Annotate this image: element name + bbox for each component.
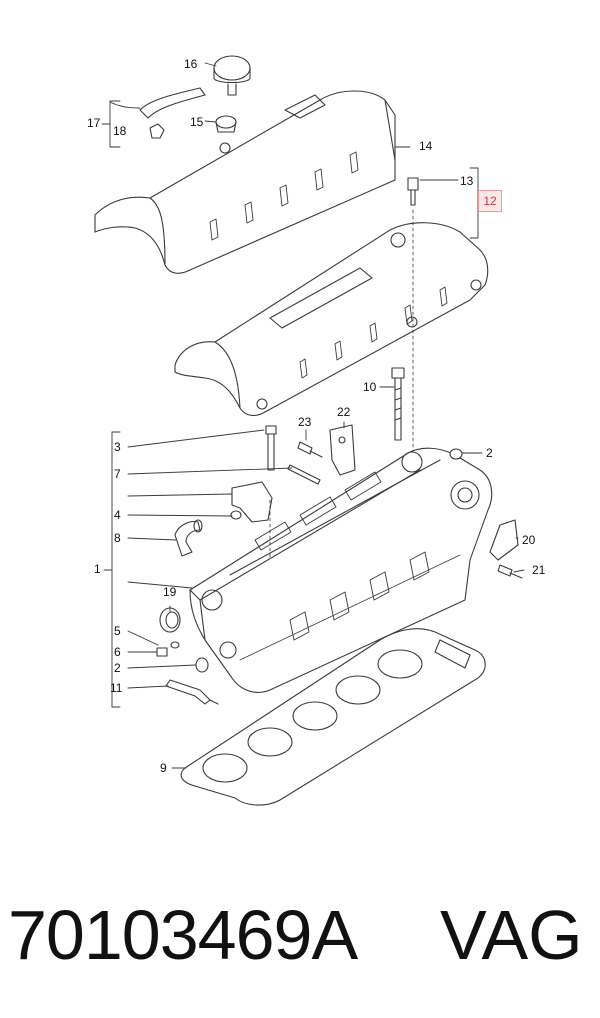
callout-21[interactable]: 21	[532, 563, 546, 577]
callout-2-lower[interactable]: 2	[114, 661, 121, 675]
callout-23[interactable]: 23	[298, 415, 312, 429]
callout-6[interactable]: 6	[114, 645, 121, 659]
callout-2-upper[interactable]: 2	[486, 446, 493, 460]
callout-16[interactable]: 16	[184, 57, 198, 71]
part-number: 70103469A	[8, 896, 358, 974]
callout-19[interactable]: 19	[163, 585, 177, 599]
callout-8[interactable]: 8	[114, 531, 121, 545]
callout-14[interactable]: 14	[419, 139, 433, 153]
stud-7	[287, 464, 321, 485]
callout-11[interactable]: 11	[110, 681, 123, 695]
bolt-10	[391, 367, 405, 441]
callout-4[interactable]: 4	[114, 508, 121, 522]
valve-cover	[174, 222, 489, 417]
bolt-21	[497, 564, 523, 579]
washer-5	[170, 641, 180, 649]
callout-9[interactable]: 9	[160, 761, 167, 775]
cover-bolt	[407, 177, 419, 471]
sealant-tube-11	[165, 679, 219, 705]
callout-3[interactable]: 3	[114, 440, 121, 454]
callout-10[interactable]: 10	[363, 380, 377, 394]
callout-20[interactable]: 20	[522, 533, 536, 547]
footer: 70103469A VAG	[0, 880, 600, 1000]
head-bolt-3	[265, 425, 277, 471]
bracket-20	[489, 519, 519, 561]
head-gasket-9	[180, 628, 486, 806]
brand-label: VAG	[440, 896, 583, 974]
callout-18[interactable]: 18	[113, 124, 127, 138]
cylinder-head	[189, 447, 493, 693]
leader-lines	[101, 62, 525, 769]
breather-hose	[139, 55, 251, 139]
callout-7[interactable]: 7	[114, 467, 121, 481]
callout-13[interactable]: 13	[460, 174, 474, 188]
plug-2b	[195, 657, 209, 673]
seal-4	[230, 510, 242, 520]
callout-17[interactable]: 17	[87, 116, 101, 130]
bolt-6	[156, 647, 168, 657]
engine-head-exploded-diagram	[94, 55, 525, 806]
callout-12-highlighted[interactable]: 12	[478, 190, 502, 212]
callout-15[interactable]: 15	[190, 115, 204, 129]
bearing-bracket	[231, 481, 273, 561]
callout-22[interactable]: 22	[337, 405, 351, 419]
plug-2a	[449, 448, 463, 460]
callout-1[interactable]: 1	[94, 562, 101, 576]
callout-5[interactable]: 5	[114, 624, 121, 638]
coolant-elbow-8	[174, 519, 203, 557]
bolt-23	[297, 441, 323, 458]
engine-cover	[94, 90, 396, 274]
bracket-22	[329, 424, 356, 476]
